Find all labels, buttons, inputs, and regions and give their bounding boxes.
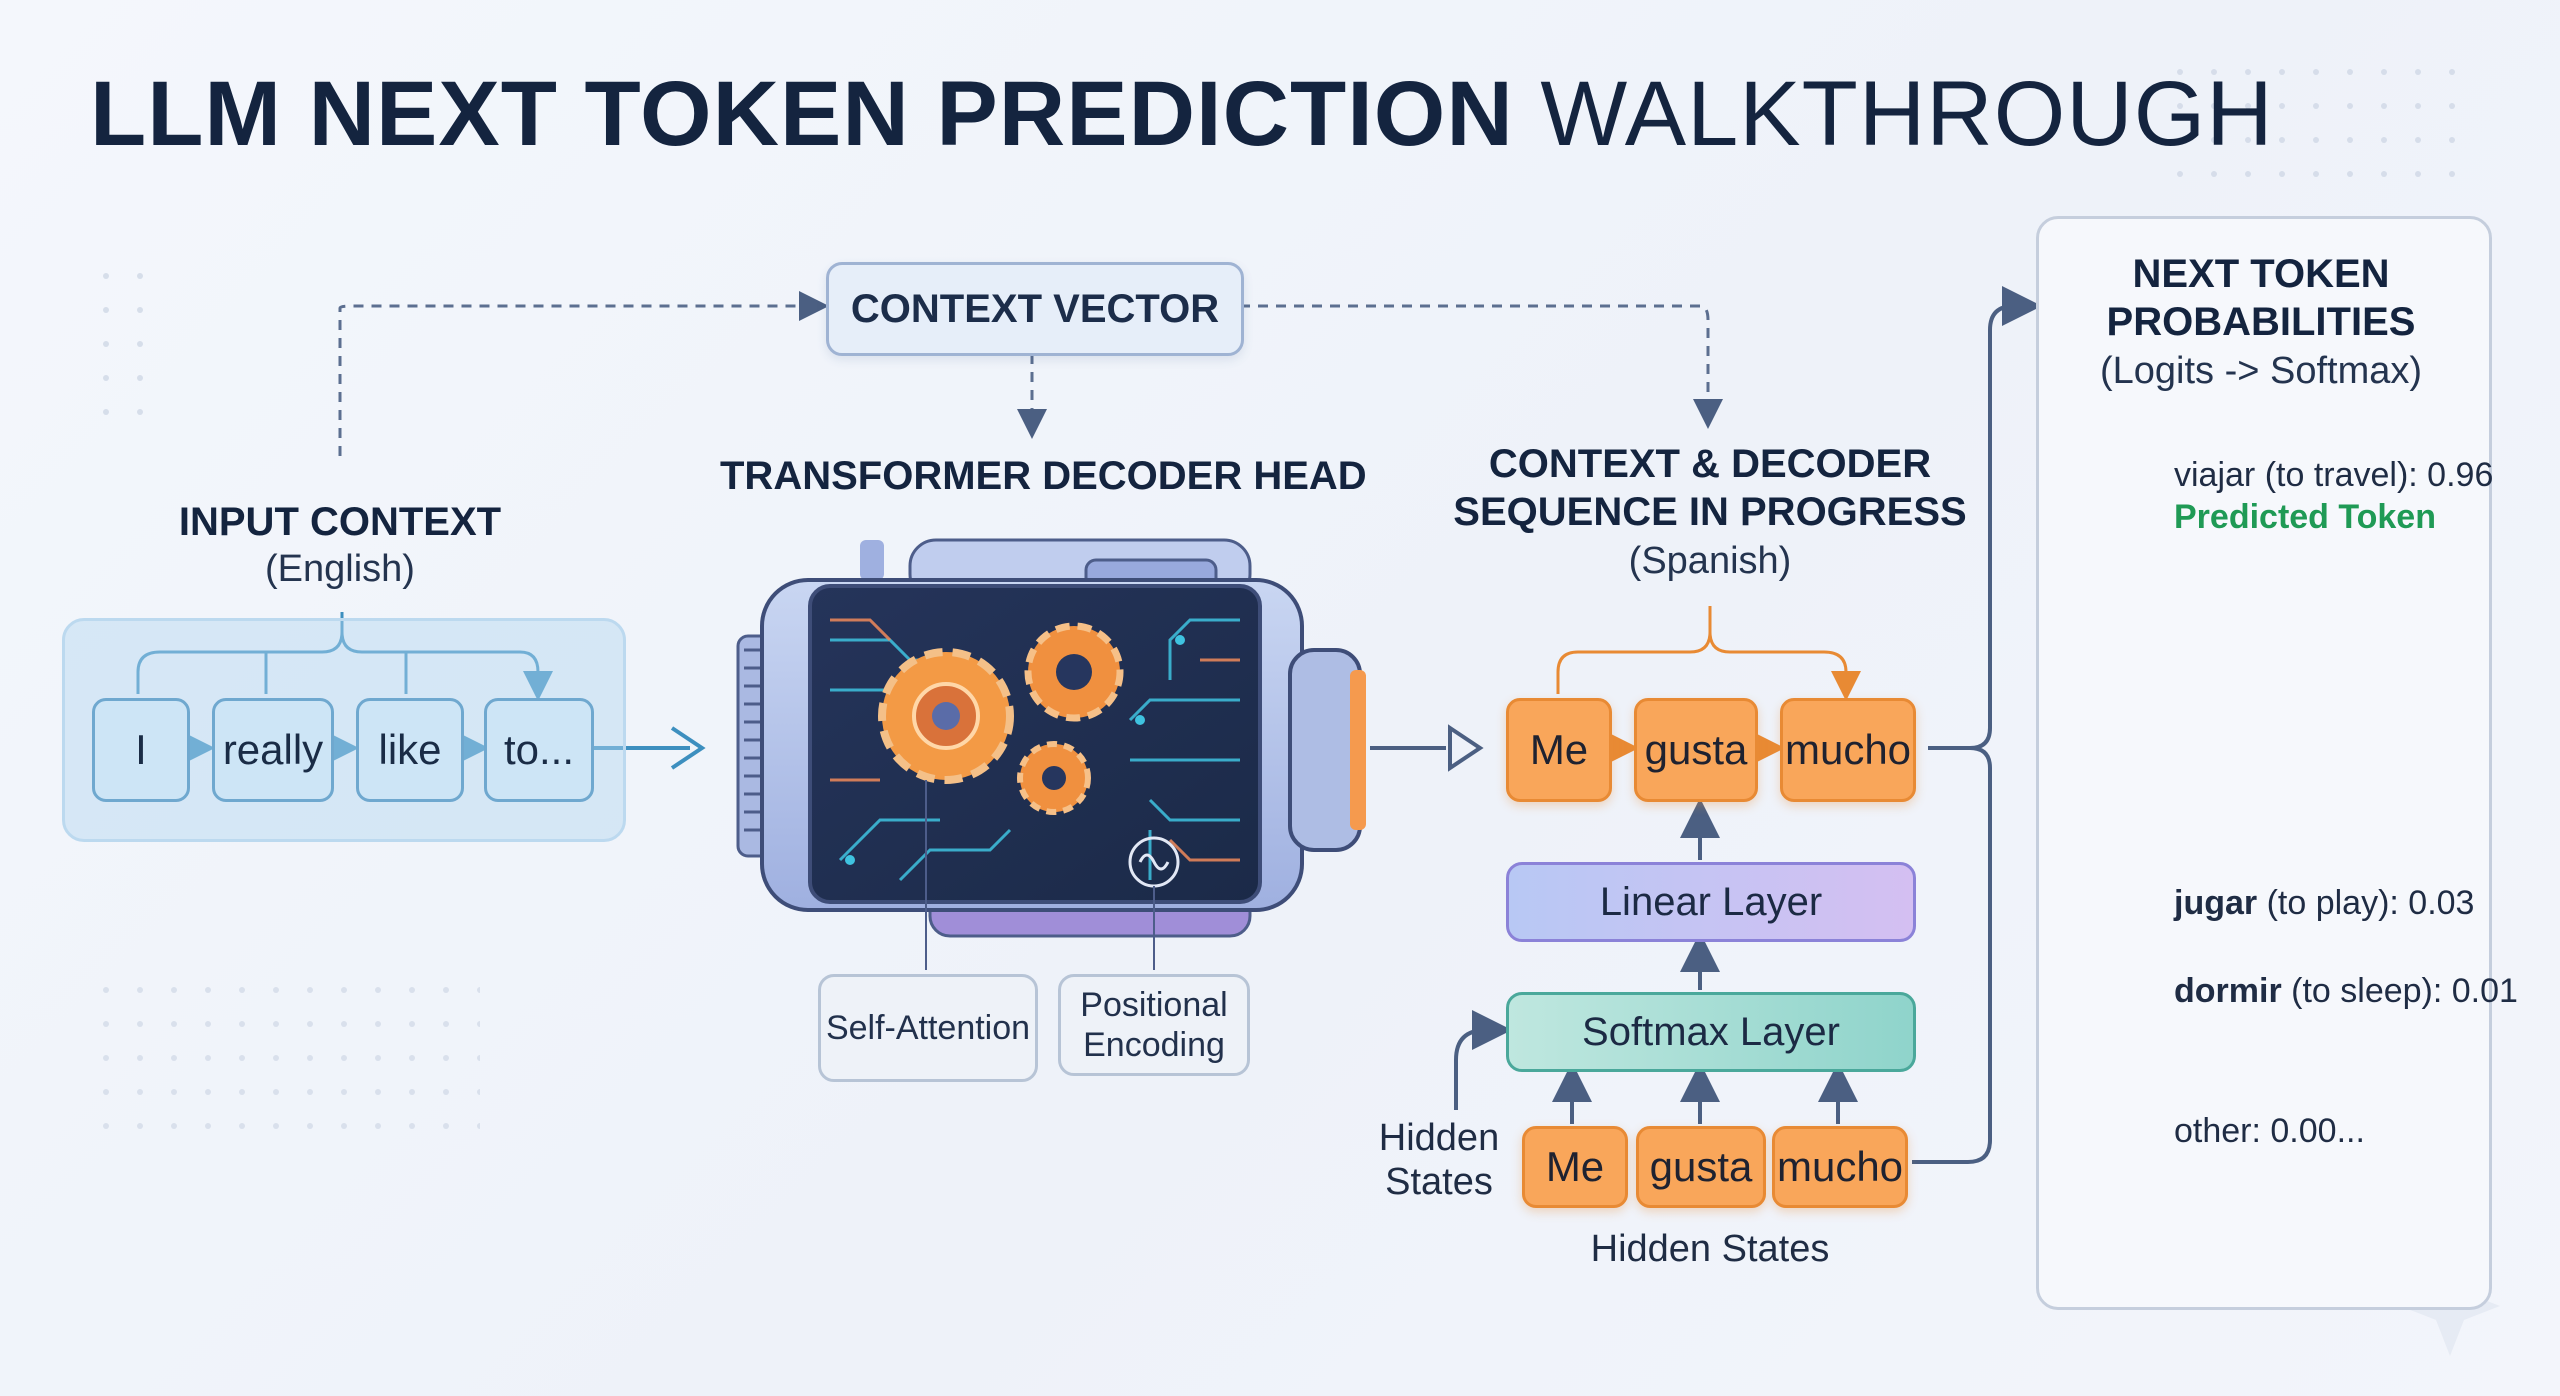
input-context-sub: (English)	[265, 548, 415, 590]
sequence-heading-line1: CONTEXT & DECODER	[1488, 442, 1932, 486]
prob-word: dormir	[2174, 972, 2282, 1010]
prob-word: viajar	[2174, 456, 2256, 494]
sequence-heading-line2: SEQUENCE IN PROGRESS	[1453, 490, 1967, 534]
hidden-state-token: mucho	[1772, 1126, 1908, 1208]
positional-encoding-box: Positional Encoding	[1058, 974, 1250, 1076]
title-bold: LLM NEXT TOKEN PREDICTION	[90, 63, 1514, 165]
softmax-layer: Softmax Layer	[1506, 992, 1916, 1072]
input-token: to...	[484, 698, 594, 802]
hidden-states-bottom-label: Hidden States	[1590, 1228, 1830, 1270]
probability-panel	[2036, 216, 2492, 1310]
prob-gloss: (to play): 0.03	[2266, 884, 2475, 922]
input-context-heading: INPUT CONTEXT	[178, 500, 502, 544]
decoder-token: gusta	[1634, 698, 1758, 802]
probability-heading-line2: PROBABILITIES	[2106, 300, 2416, 344]
prob-label-other: other: 0.00...	[2174, 1112, 2365, 1150]
input-token: I	[92, 698, 190, 802]
prob-word: jugar	[2174, 884, 2258, 922]
decoder-token: Me	[1506, 698, 1612, 802]
probability-heading-line1: NEXT TOKEN	[2132, 252, 2390, 296]
prob-label-dormir: dormir (to sleep): 0.01	[2174, 972, 2518, 1011]
linear-layer: Linear Layer	[1506, 862, 1916, 942]
hidden-state-token: Me	[1522, 1126, 1628, 1208]
input-token: really	[212, 698, 334, 802]
prob-gloss: (to travel): 0.96	[2264, 456, 2494, 494]
hidden-state-token: gusta	[1636, 1126, 1766, 1208]
hidden-states-side-label: Hidden States	[1378, 1117, 1500, 1203]
context-vector-box: CONTEXT VECTOR	[826, 262, 1244, 356]
page-title: LLM NEXT TOKEN PREDICTION WALKTHROUGH	[90, 62, 2274, 167]
decoder-head-heading: TRANSFORMER DECODER HEAD	[720, 454, 1367, 498]
probability-sub: (Logits -> Softmax)	[2099, 350, 2423, 392]
title-light: WALKTHROUGH	[1540, 63, 2274, 165]
prob-label-jugar: jugar (to play): 0.03	[2174, 884, 2474, 923]
input-token: like	[356, 698, 464, 802]
prob-label-viajar: viajar (to travel): 0.96	[2174, 456, 2493, 495]
prob-gloss: (to sleep): 0.01	[2291, 972, 2518, 1010]
sequence-sub: (Spanish)	[1628, 540, 1792, 582]
self-attention-box: Self-Attention	[818, 974, 1038, 1082]
predicted-token-label: Predicted Token	[2174, 498, 2436, 536]
decoder-token: mucho	[1780, 698, 1916, 802]
decoder-machine-illustration	[736, 538, 1366, 938]
